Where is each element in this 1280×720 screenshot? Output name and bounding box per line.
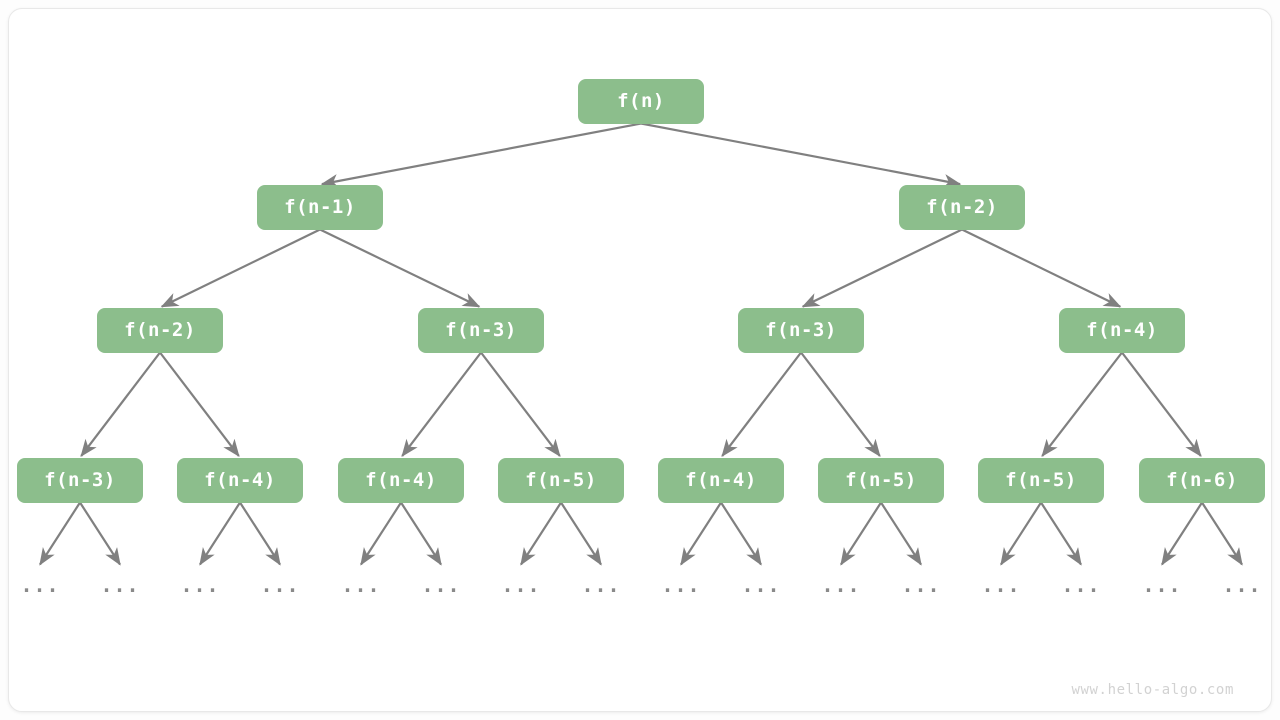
tree-node-label: f(n-4) <box>685 469 757 491</box>
tree-node-n1[interactable]: f(n-1) <box>257 184 383 230</box>
tree-node-n0[interactable]: f(n) <box>578 78 704 124</box>
ellipsis-marker: ... <box>901 573 941 597</box>
tree-node-label: f(n-3) <box>44 469 116 491</box>
ellipsis-marker: ... <box>260 573 300 597</box>
tree-node-label: f(n-5) <box>1005 469 1077 491</box>
tree-node-n6[interactable]: f(n-4) <box>1059 307 1185 353</box>
tree-node-label: f(n-5) <box>525 469 597 491</box>
tree-node-n8[interactable]: f(n-4) <box>177 457 303 503</box>
tree-node-n7[interactable]: f(n-3) <box>17 457 143 503</box>
tree-node-n11[interactable]: f(n-4) <box>658 457 784 503</box>
ellipsis-marker: ... <box>741 573 781 597</box>
tree-node-label: f(n-4) <box>1086 319 1158 341</box>
ellipsis-marker: ... <box>1222 573 1262 597</box>
tree-node-n5[interactable]: f(n-3) <box>738 307 864 353</box>
watermark: www.hello-algo.com <box>1071 682 1234 698</box>
ellipsis-marker: ... <box>100 573 140 597</box>
tree-node-label: f(n-1) <box>284 196 356 218</box>
ellipsis-marker: ... <box>501 573 541 597</box>
tree-node-n12[interactable]: f(n-5) <box>818 457 944 503</box>
tree-node-label: f(n-2) <box>926 196 998 218</box>
ellipsis-marker: ... <box>581 573 621 597</box>
tree-node-label: f(n-6) <box>1166 469 1238 491</box>
tree-node-label: f(n-2) <box>124 319 196 341</box>
ellipsis-marker: ... <box>981 573 1021 597</box>
tree-node-n10[interactable]: f(n-5) <box>498 457 624 503</box>
ellipsis-marker: ... <box>821 573 861 597</box>
tree-node-n3[interactable]: f(n-2) <box>97 307 223 353</box>
tree-node-label: f(n-4) <box>204 469 276 491</box>
tree-node-n2[interactable]: f(n-2) <box>899 184 1025 230</box>
tree-node-label: f(n-4) <box>365 469 437 491</box>
tree-node-label: f(n-3) <box>445 319 517 341</box>
tree-node-label: f(n-5) <box>845 469 917 491</box>
tree-node-label: f(n) <box>617 90 665 112</box>
ellipsis-marker: ... <box>661 573 701 597</box>
ellipsis-marker: ... <box>341 573 381 597</box>
tree-node-n9[interactable]: f(n-4) <box>338 457 464 503</box>
ellipsis-marker: ... <box>421 573 461 597</box>
ellipsis-marker: ... <box>1061 573 1101 597</box>
tree-node-n4[interactable]: f(n-3) <box>418 307 544 353</box>
ellipsis-marker: ... <box>20 573 60 597</box>
ellipsis-marker: ... <box>180 573 220 597</box>
tree-node-n14[interactable]: f(n-6) <box>1139 457 1265 503</box>
tree-node-label: f(n-3) <box>765 319 837 341</box>
ellipsis-marker: ... <box>1142 573 1182 597</box>
tree-node-n13[interactable]: f(n-5) <box>978 457 1104 503</box>
